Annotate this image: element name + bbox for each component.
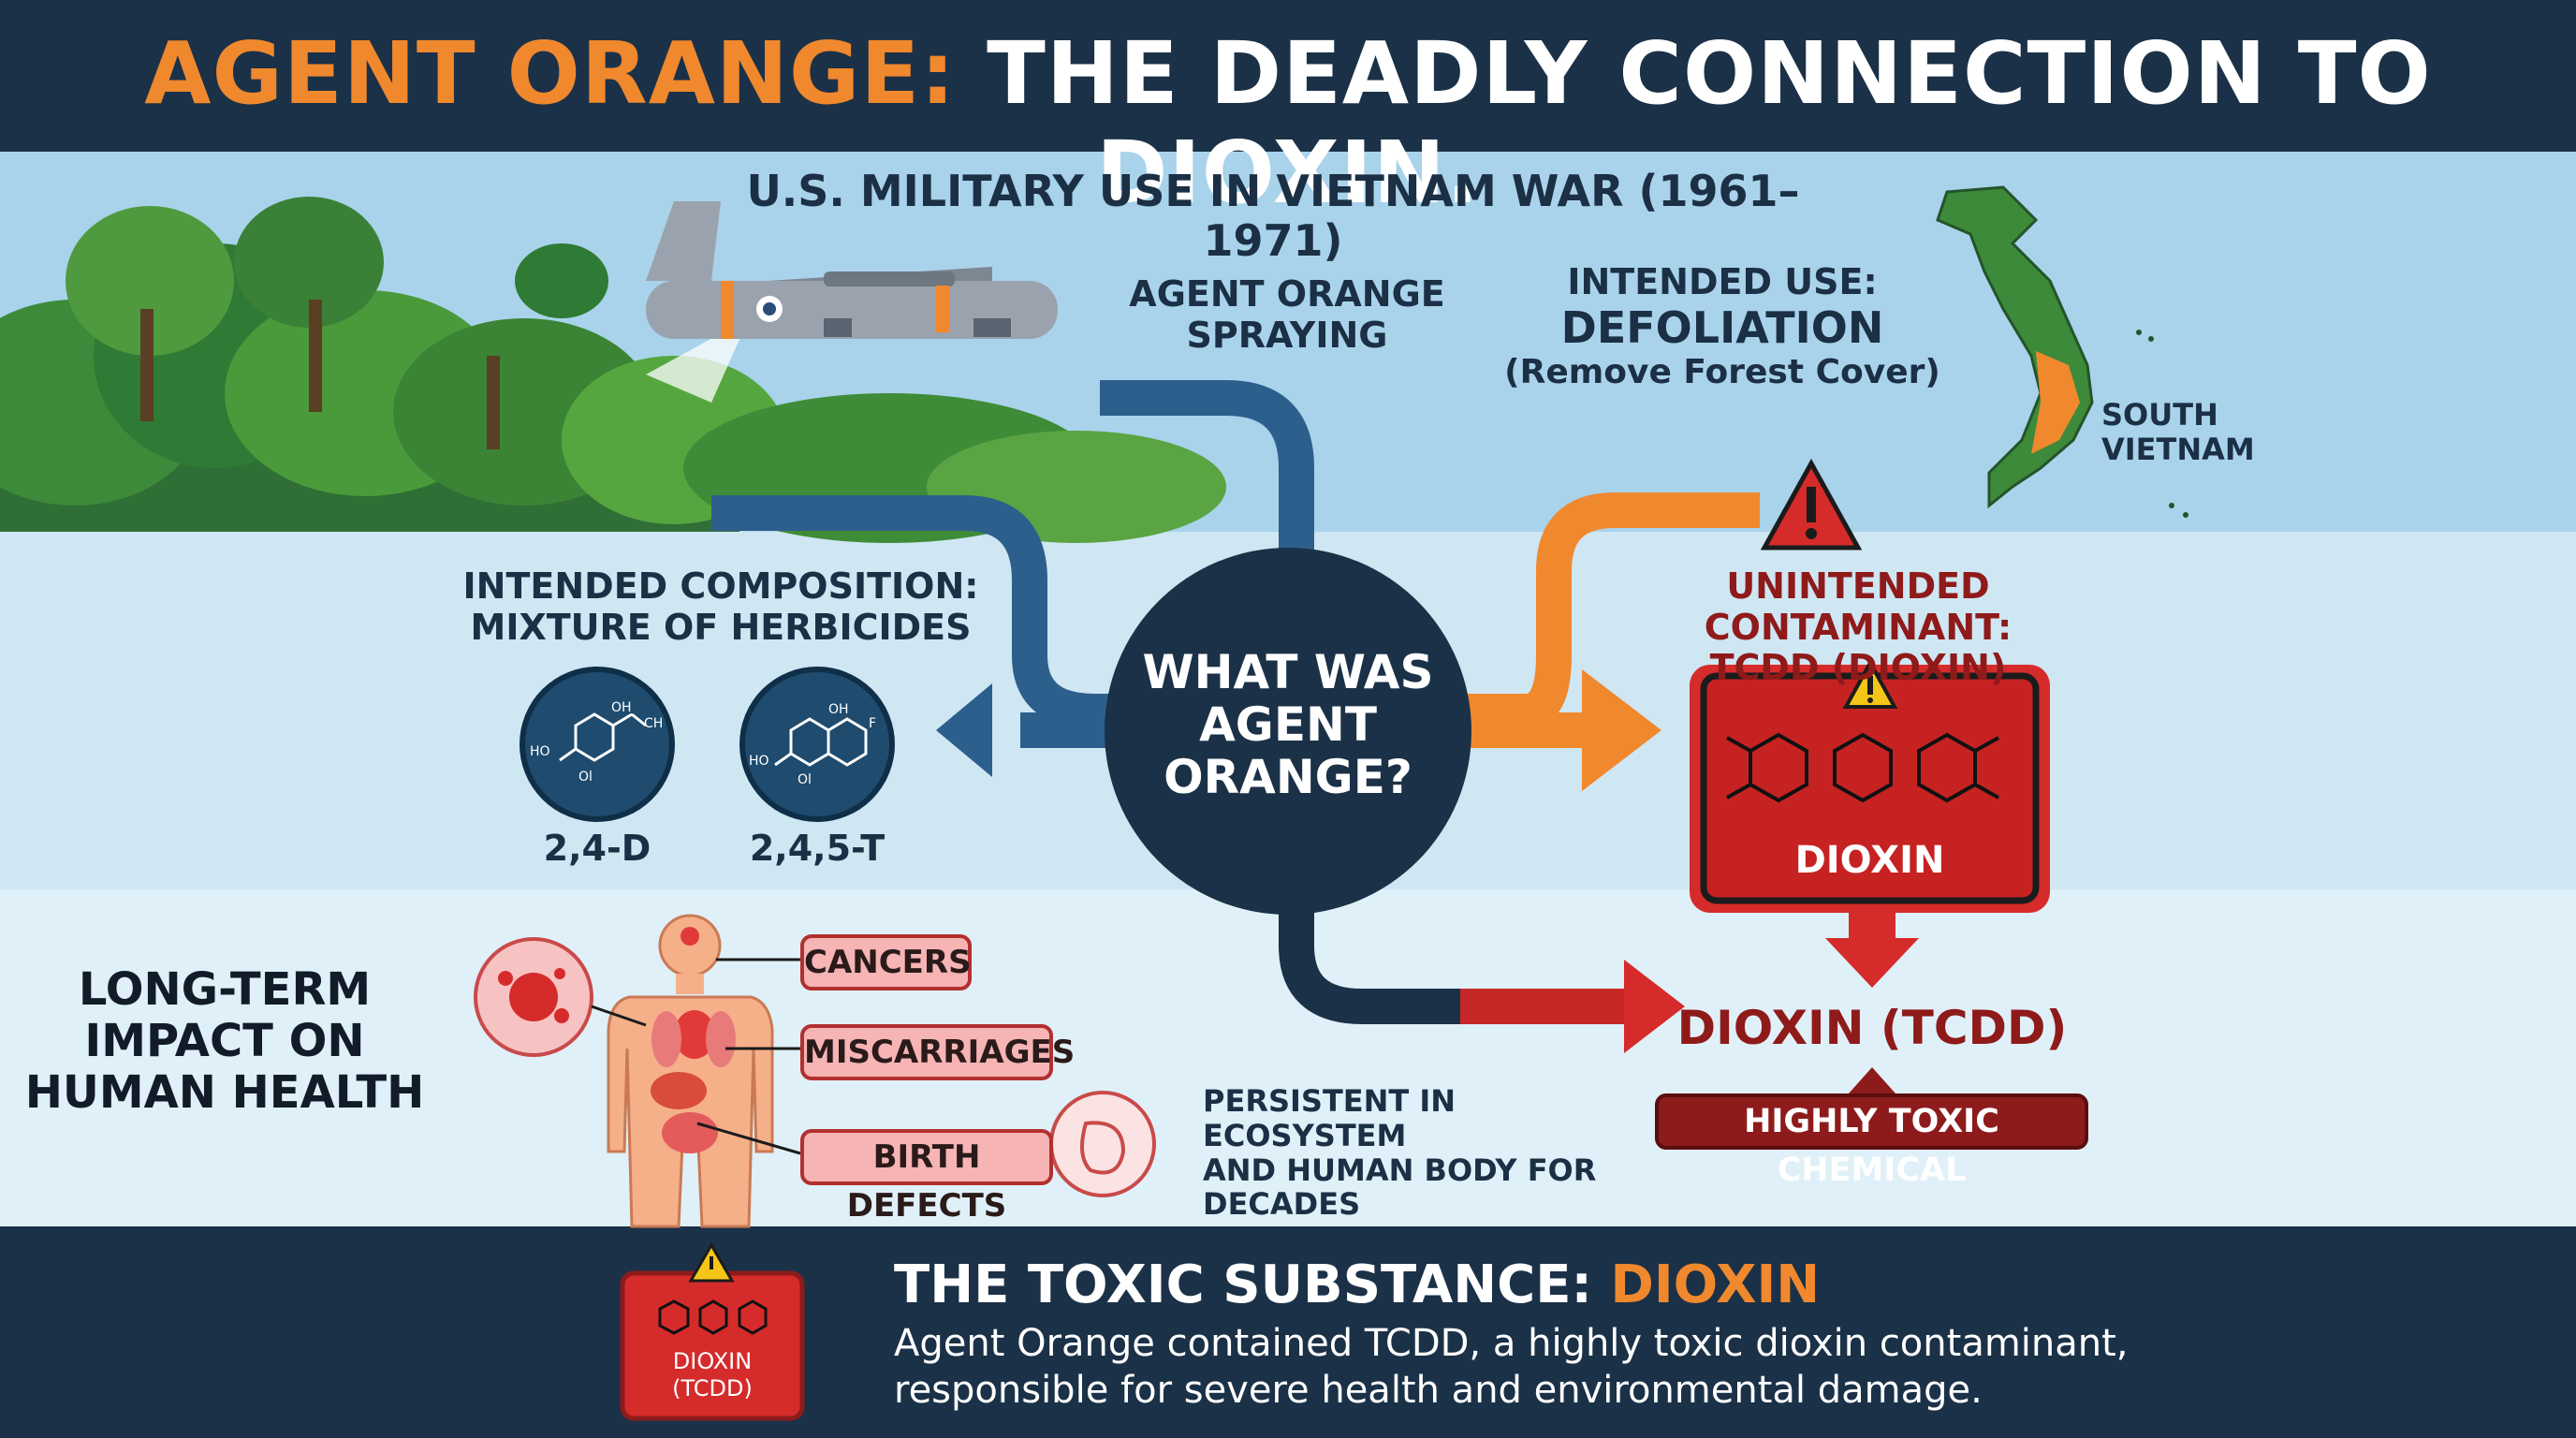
mol2-top: OH [828,702,849,717]
arrow-composition [711,495,1123,729]
dioxin-structure-box [1690,658,2050,913]
center-circle [1105,548,1471,915]
title-bar [0,0,2576,152]
health-line2: IMPACT ON [84,1015,365,1068]
molecule-2-4-d-icon [520,667,675,822]
military-use-heading: U.S. MILITARY USE IN VIETNAM WAR (1961–1… [746,166,1800,266]
mol2-bottom: Ol [798,772,812,787]
footer-badge-line2: (TCDD) [672,1374,753,1401]
composition-label: INTENDED COMPOSITION: MIXTURE OF HERBICI… [440,565,1002,648]
persistent-line1: PERSISTENT IN ECOSYSTEM [1203,1083,1456,1153]
mol1-top: OH [611,700,632,715]
spraying-label: AGENT ORANGE SPRAYING [1095,273,1479,356]
footer-badge-label: DIOXIN (TCDD) [622,1348,802,1402]
center-line2: AGENT [1199,697,1377,752]
composition-line2: MIXTURE OF HERBICIDES [470,606,972,648]
mol2-side: F [869,716,877,731]
footer-bar [0,1226,2576,1438]
map-label-line2: VIETNAM [2101,431,2255,467]
center-line3: ORANGE? [1164,750,1412,804]
health-heading: LONG-TERM IMPACT ON HUMAN HEALTH [19,963,431,1120]
plane-icon [646,201,1058,339]
arrow-down-dioxin [1825,910,1919,988]
footer-heading: THE TOXIC SUBSTANCE: DIOXIN [894,1255,1821,1315]
jungle-illustration [0,197,1226,543]
mol1-left: HO [530,744,550,759]
footer-line2: responsible for severe health and enviro… [894,1369,1983,1412]
map-label: SOUTH VIETNAM [2101,397,2255,467]
intended-use-line1: INTENDED USE: [1567,261,1878,302]
virus-icon [474,937,593,1057]
arrow-spray-to-center [1100,380,1314,599]
footer-line1: Agent Orange contained TCDD, a highly to… [894,1322,2129,1365]
page-title: AGENT ORANGE: THE DEADLY CONNECTION TO D… [144,23,2432,223]
vietnam-map-icon [1936,185,2188,518]
contaminant-label: UNINTENDED CONTAMINANT: TCDD (DIOXIN) [1582,565,2134,689]
arrow-to-dioxin [1460,492,1760,729]
intended-use-line3: (Remove Forest Cover) [1504,352,1940,391]
dioxin-tcdd-label: DIOXIN (TCDD) [1676,1001,2068,1055]
persistent-line2: AND HUMAN BODY FOR [1203,1152,1597,1188]
spraying-line1: AGENT ORANGE [1129,273,1445,315]
spraying-line2: SPRAYING [1186,314,1388,356]
arrow-head-right [1582,669,1661,791]
human-body-icon [607,914,774,1228]
spray-cone [646,318,749,403]
footer-badge-line1: DIOXIN [672,1348,753,1374]
health-line3: HUMAN HEALTH [24,1066,425,1120]
map-label-line1: SOUTH [2101,397,2218,433]
persistent-label: PERSISTENT IN ECOSYSTEM AND HUMAN BODY F… [1203,1084,1615,1222]
effect-miscarriages: MISCARRIAGES [800,1024,1075,1080]
effect-birth-defects: BIRTH DEFECTS [800,1129,1053,1225]
contaminant-line2: TCDD (DIOXIN) [1709,647,2007,689]
effect-cancers: CANCERS [800,934,972,990]
molecule-2-4-5-t-icon [739,667,895,822]
warning-icon [1760,458,1863,550]
footer-description: Agent Orange contained TCDD, a highly to… [894,1320,2129,1414]
arrow-head-tcdd [1624,960,1685,1053]
arrow-head-left [936,683,992,777]
footer-dioxin-badge [620,1242,805,1421]
persistent-line3: DECADES [1203,1186,1361,1223]
contaminant-line1: UNINTENDED CONTAMINANT: [1704,565,2012,648]
center-line1: WHAT WAS [1142,645,1434,699]
intended-use-label: INTENDED USE: DEFOLIATION (Remove Forest… [1460,261,1984,391]
fetus-icon [1049,1091,1156,1197]
dioxin-box-label: DIOXIN [1794,839,1945,882]
intended-use-line2: DEFOLIATION [1560,301,1884,353]
mol1-bottom: Ol [578,770,593,785]
mol2-left: HO [749,754,769,769]
herbicide-name-2-4-d: 2,4-D [543,828,651,869]
mol1-side: CH [644,716,664,731]
health-line1: LONG-TERM [78,963,372,1016]
center-question: WHAT WAS AGENT ORANGE? [1105,646,1471,803]
composition-line1: INTENDED COMPOSITION: [462,565,979,607]
herbicide-name-2-4-5-t: 2,4,5-T [749,828,886,869]
arrow-center-to-tcdd [1279,875,1619,1024]
toxic-chemical-badge: HIGHLY TOXIC CHEMICAL [1655,1093,2088,1189]
